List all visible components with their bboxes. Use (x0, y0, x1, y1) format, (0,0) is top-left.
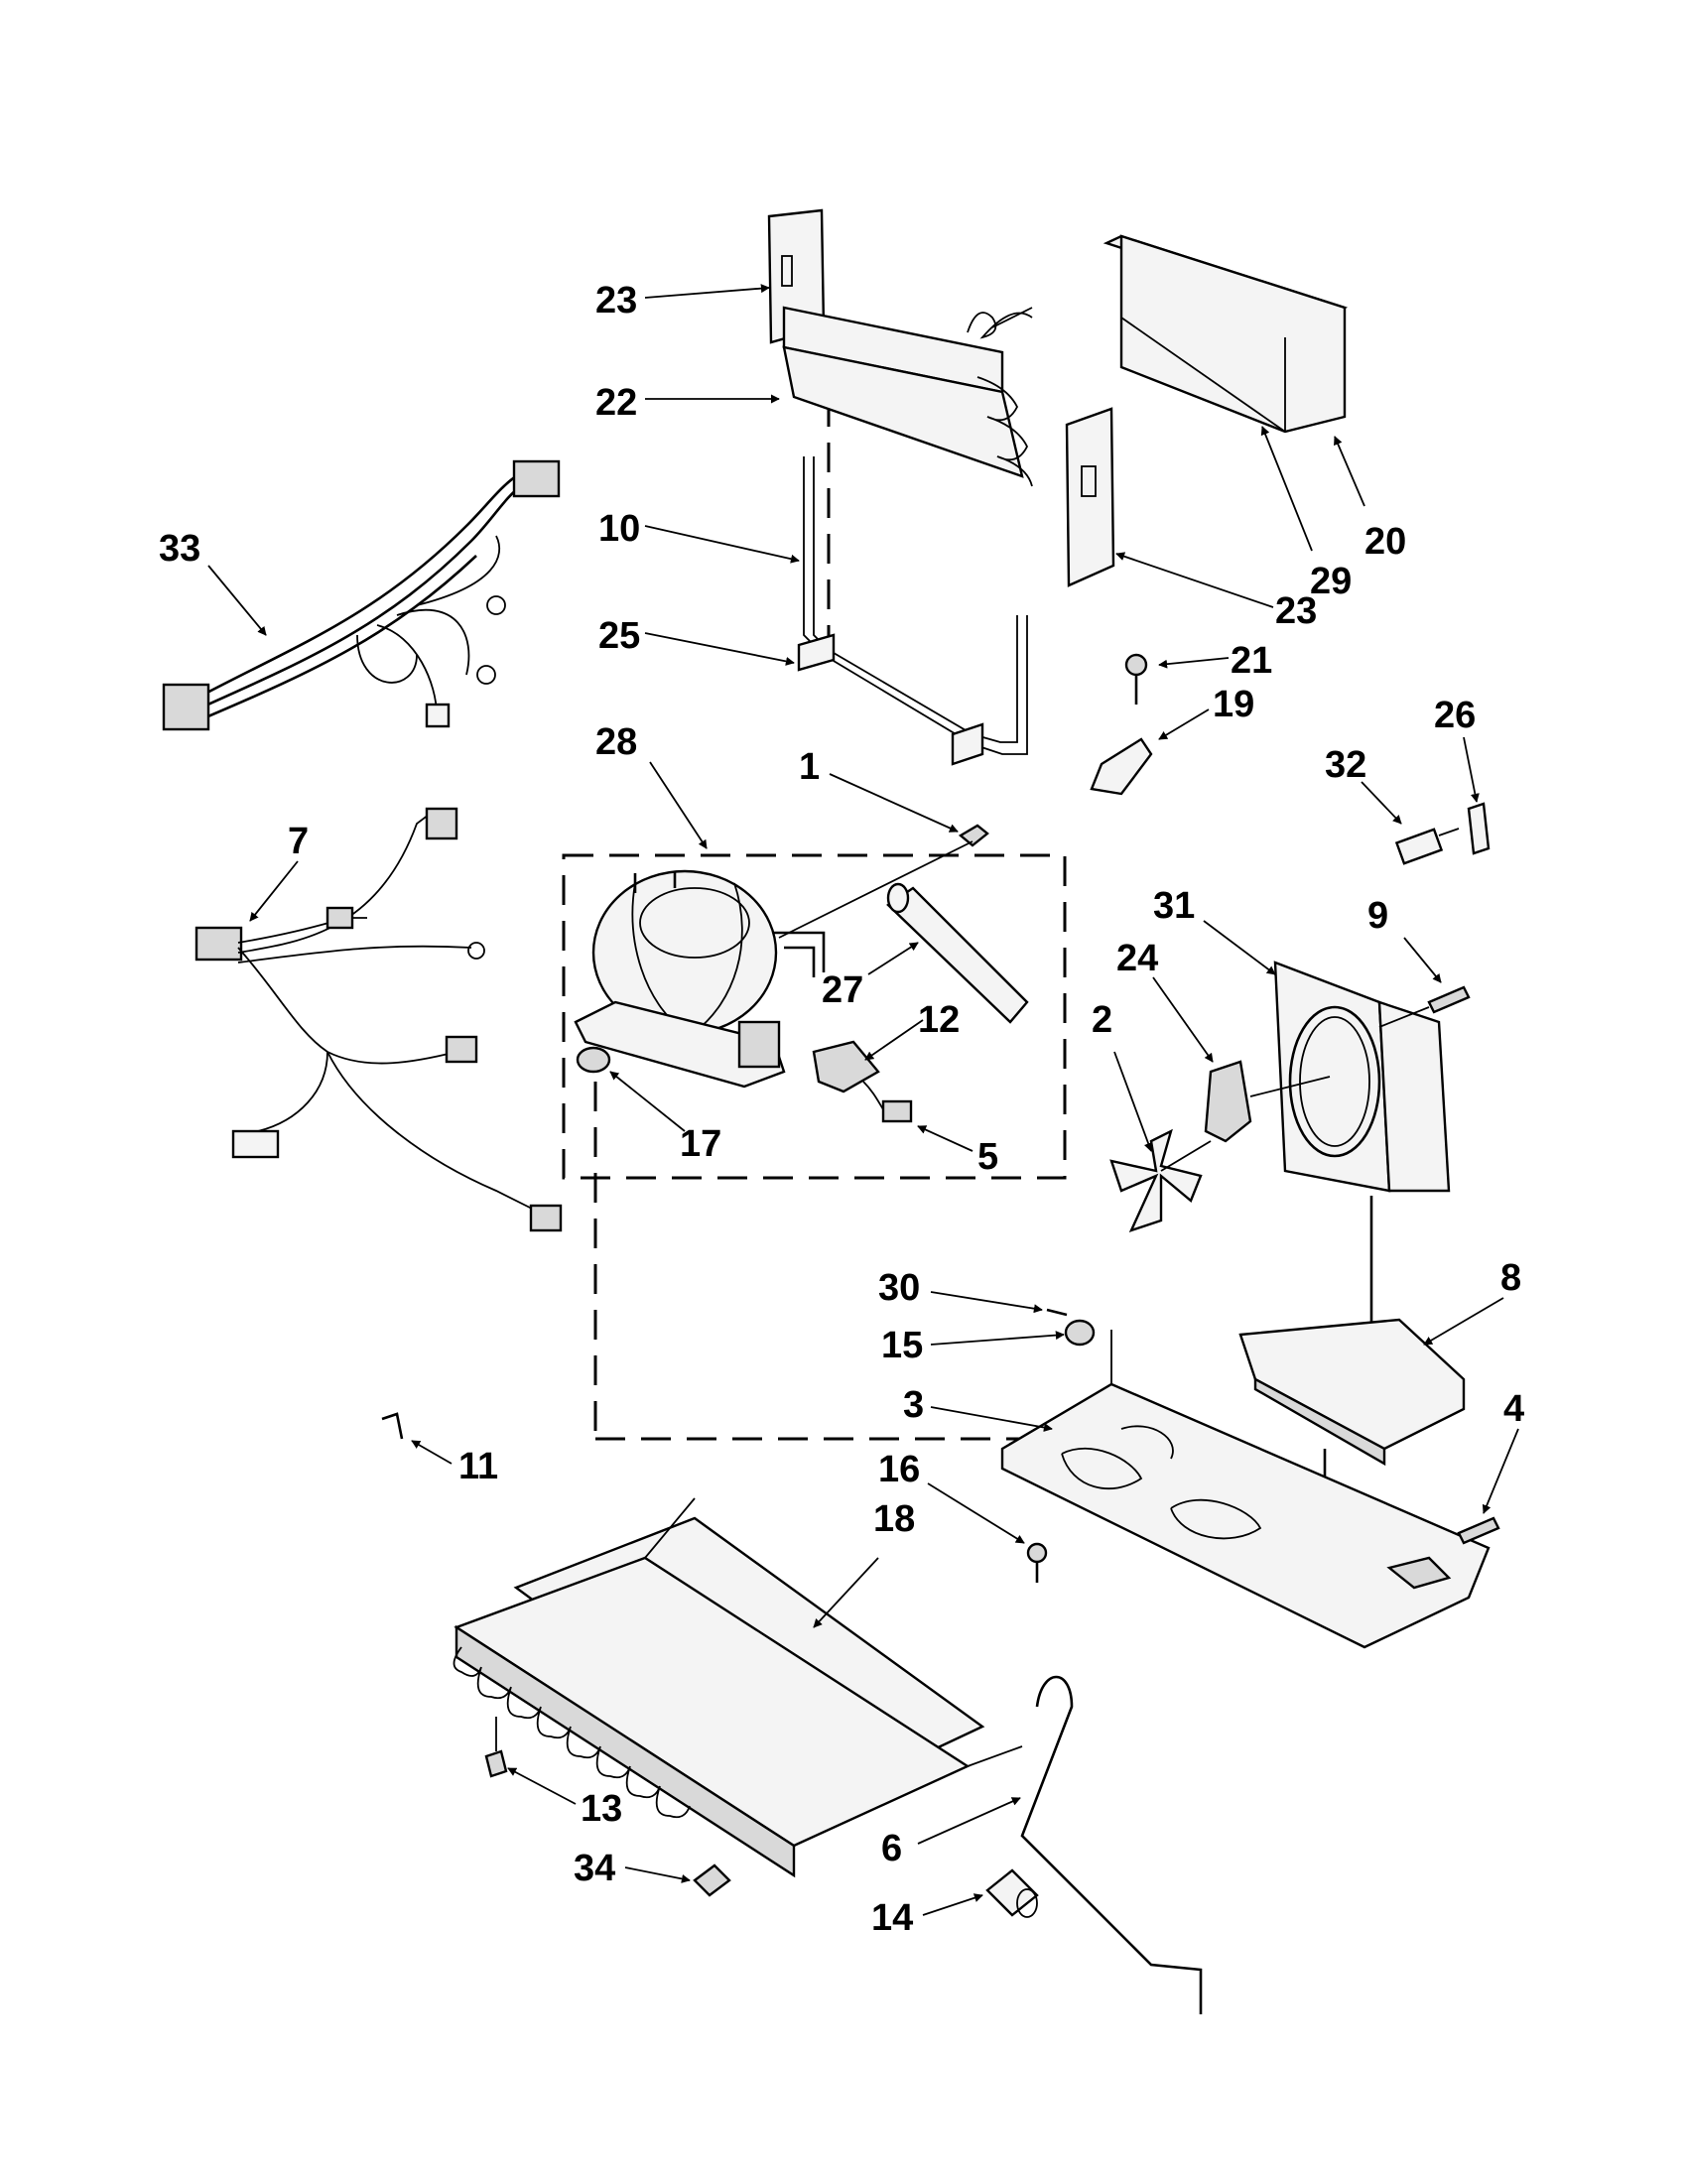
callout-5: 5 (977, 1136, 998, 1178)
callout-9: 9 (1367, 895, 1388, 937)
callout-32: 32 (1325, 744, 1366, 786)
clip-30 (1046, 1308, 1068, 1317)
callout-27: 27 (822, 969, 863, 1011)
callout-30: 30 (878, 1267, 920, 1309)
callout-23-right: 23 (1275, 590, 1317, 632)
screw-16 (1026, 1542, 1048, 1583)
bracket-right (1065, 407, 1115, 587)
screw-4 (1457, 1516, 1500, 1545)
screw-21 (1124, 653, 1148, 705)
grommet-34 (693, 1863, 731, 1897)
callout-34: 34 (574, 1848, 615, 1889)
wire-harness-7 (195, 807, 563, 1232)
duct-cover (1103, 234, 1349, 434)
callout-16: 16 (878, 1449, 920, 1490)
callout-33: 33 (159, 528, 200, 570)
clip-11 (381, 1412, 404, 1440)
callout-17: 17 (680, 1123, 721, 1165)
clip-19 (1090, 737, 1153, 796)
callout-25: 25 (598, 615, 640, 657)
capacitor-32 (1394, 828, 1460, 865)
callout-29: 29 (1310, 561, 1352, 602)
tag-26 (1467, 802, 1491, 855)
callout-6: 6 (881, 1828, 902, 1869)
callout-11: 11 (458, 1446, 498, 1487)
relay-12 (812, 1040, 880, 1093)
screw-1 (778, 824, 989, 939)
fan-blade (1109, 1128, 1212, 1233)
screw-9 (1378, 985, 1471, 1028)
callout-13: 13 (581, 1788, 622, 1830)
clip-13 (484, 1717, 508, 1778)
compressor-assembly-box (562, 853, 1067, 1180)
callout-3: 3 (903, 1384, 924, 1426)
plug-14 (985, 1868, 1039, 1918)
drain-tube-frame (797, 456, 1028, 766)
wire-harness-33 (162, 459, 561, 731)
filter-drier (886, 882, 1029, 1024)
grommet-15 (1064, 1319, 1096, 1347)
callout-31: 31 (1153, 885, 1195, 927)
assembly-dashed-lines (593, 397, 1062, 1441)
callout-14: 14 (871, 1897, 913, 1939)
callout-leaders (207, 284, 1519, 1916)
callout-labels: 23 22 10 25 20 29 23 21 19 33 28 1 26 32… (159, 280, 1524, 1939)
callout-20: 20 (1364, 521, 1406, 563)
callout-19: 19 (1213, 684, 1254, 725)
callout-4: 4 (1503, 1388, 1524, 1430)
callout-23-upper: 23 (595, 280, 637, 321)
callout-8: 8 (1500, 1257, 1521, 1299)
drain-tube-6 (1020, 1675, 1203, 2014)
callout-12: 12 (918, 999, 960, 1041)
callout-10: 10 (598, 508, 640, 550)
callout-18: 18 (873, 1498, 915, 1540)
base-plate (1000, 1330, 1491, 1649)
callout-1: 1 (799, 746, 820, 788)
callout-7: 7 (288, 821, 309, 862)
callout-2: 2 (1092, 999, 1112, 1041)
grommet-17 (576, 1046, 611, 1074)
callout-24: 24 (1116, 938, 1158, 979)
callout-15: 15 (881, 1325, 923, 1366)
callout-22: 22 (595, 382, 637, 424)
plug-5 (862, 1081, 913, 1123)
condenser-coil (782, 306, 1033, 487)
compressor (574, 869, 826, 1089)
callout-26: 26 (1434, 695, 1476, 736)
callout-21: 21 (1231, 640, 1272, 682)
evaporator (453, 1497, 1023, 1878)
fan-shroud (1273, 961, 1451, 1193)
fan-motor (1204, 1060, 1331, 1143)
callout-28: 28 (595, 721, 637, 763)
